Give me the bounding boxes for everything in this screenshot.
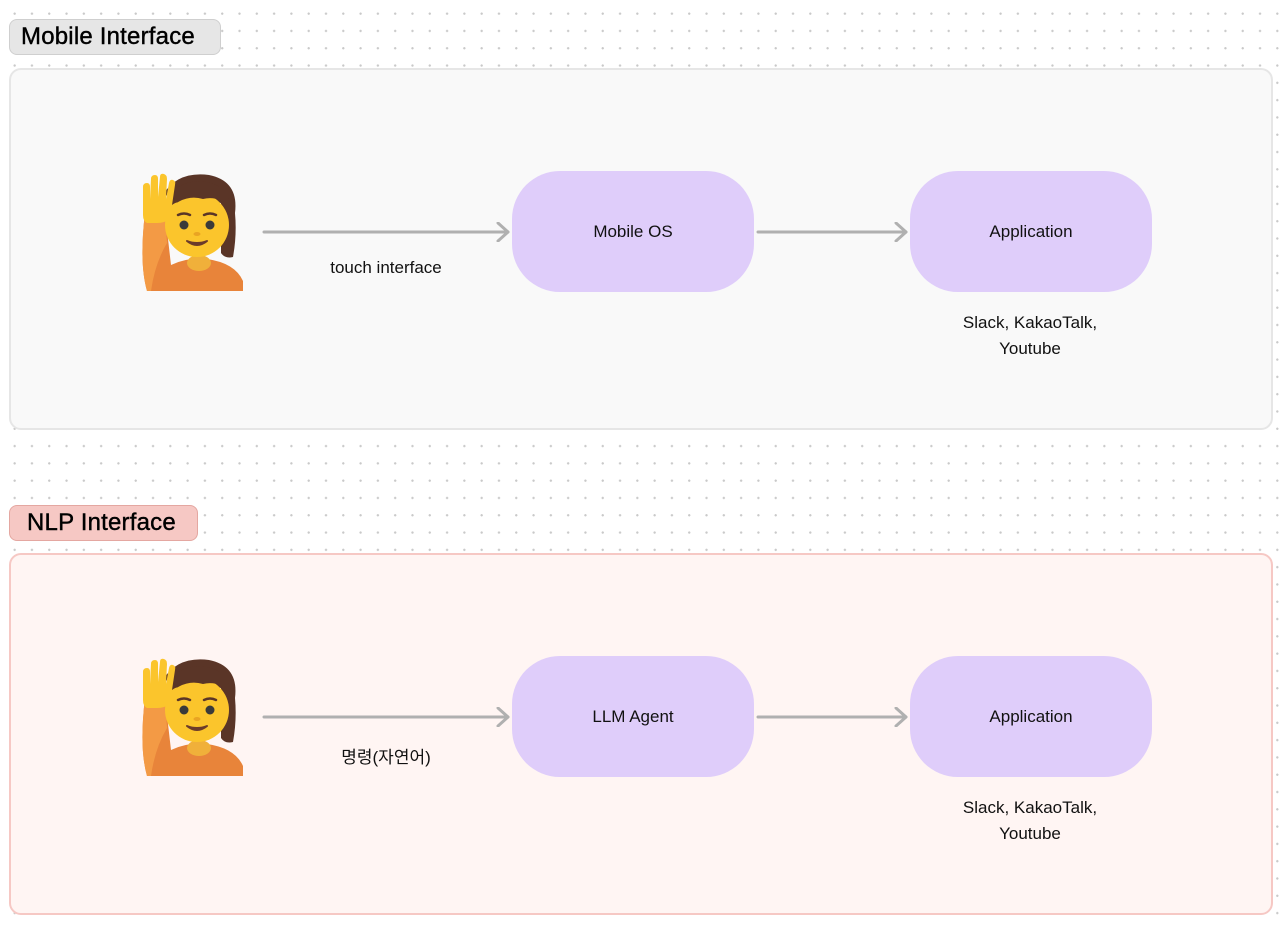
application-examples-nlp: Slack, KakaoTalk, Youtube xyxy=(930,795,1130,847)
caption-line: Slack, KakaoTalk, xyxy=(962,313,1098,332)
arrow-os-to-application xyxy=(756,222,908,242)
node-mobile-os: Mobile OS xyxy=(512,171,754,292)
person-raising-hand-icon xyxy=(137,658,247,776)
edge-label-natural-language-command: 명령(자연어) xyxy=(341,748,431,767)
arrow-user-to-os xyxy=(262,222,510,242)
caption-line: Slack, KakaoTalk, xyxy=(962,798,1098,817)
node-application-mobile: Application xyxy=(910,171,1152,292)
caption-line: Youtube xyxy=(999,339,1061,358)
arrow-user-to-agent xyxy=(262,707,510,727)
caption-line: Youtube xyxy=(999,824,1061,843)
application-examples-mobile: Slack, KakaoTalk, Youtube xyxy=(930,310,1130,362)
node-llm-agent: LLM Agent xyxy=(512,656,754,777)
person-raising-hand-icon xyxy=(137,173,247,291)
section-title-mobile: Mobile Interface xyxy=(9,19,221,55)
arrow-agent-to-application xyxy=(756,707,908,727)
node-application-nlp: Application xyxy=(910,656,1152,777)
section-title-nlp: NLP Interface xyxy=(9,505,198,541)
edge-label-touch-interface: touch interface xyxy=(330,258,442,277)
